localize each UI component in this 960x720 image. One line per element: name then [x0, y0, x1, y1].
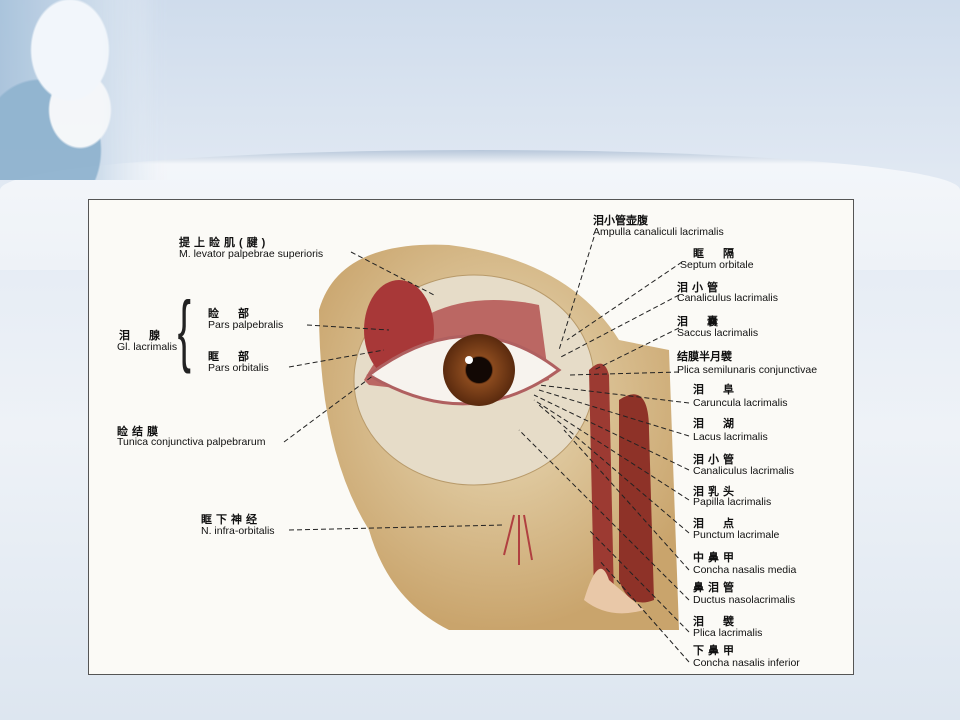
label-concha-media-zh: 中鼻甲 [693, 552, 738, 564]
label-canal2-zh: 泪小管 [693, 454, 738, 466]
label-papilla-zh: 泪乳头 [693, 486, 738, 498]
label-gland: Gl. lacrimalis [117, 341, 178, 353]
lacrimal-sac [589, 363, 614, 604]
nerve-branches [503, 514, 533, 565]
label-papilla: Papilla lacrimalis [693, 496, 772, 508]
label-concha-inf: Concha nasalis inferior [693, 657, 800, 669]
label-punctum: Punctum lacrimale [693, 529, 780, 541]
label-concha-media: Concha nasalis media [693, 564, 797, 576]
label-ductus-zh: 鼻泪管 [693, 582, 738, 594]
label-lacus: Lacus lacrimalis [693, 431, 768, 443]
label-ampulla: Ampulla canaliculi lacrimalis [593, 226, 724, 238]
label-septum: Septum orbitale [680, 259, 754, 271]
label-concha-inf-zh: 下鼻甲 [693, 645, 738, 657]
label-infra: N. infra-orbitalis [201, 525, 275, 537]
label-canal1-zh: 泪小管 [677, 282, 722, 294]
label-pars-palp-zh: 睑 部 [208, 308, 253, 320]
label-levator-zh: 提上睑肌(腱) [179, 237, 270, 249]
label-levator: M. levator palpebrae superioris [179, 248, 324, 260]
nasal-cavity [619, 394, 654, 603]
label-infra-zh: 眶下神经 [201, 514, 261, 526]
eye-lacrimal-illustration [283, 236, 690, 663]
surgeon-photo [0, 0, 170, 180]
label-saccus: Saccus lacrimalis [677, 327, 759, 339]
anatomy-figure: 提上睑肌(腱) M. levator palpebrae superioris … [88, 199, 854, 675]
label-pars-palp: Pars palpebralis [208, 319, 284, 331]
label-plica-semi-zh: 结膜半月襞 [677, 351, 732, 363]
label-lacus-zh: 泪 湖 [693, 418, 738, 430]
label-caruncula-zh: 泪 阜 [693, 384, 738, 396]
label-plica-lac: Plica lacrimalis [693, 627, 763, 639]
label-tunica-zh: 睑结膜 [117, 426, 162, 438]
label-pars-orb: Pars orbitalis [208, 362, 269, 374]
label-punctum-zh: 泪 点 [693, 518, 738, 530]
label-septum-zh: 眶 隔 [693, 248, 738, 260]
label-saccus-zh: 泪 囊 [677, 316, 722, 328]
label-canal1: Canaliculus lacrimalis [677, 292, 778, 304]
nasal-floor [584, 568, 644, 614]
label-plica-semi: Plica semilunaris conjunctivae [677, 364, 818, 376]
label-pars-orb-zh: 眶 部 [208, 351, 253, 363]
brace: { [177, 285, 192, 374]
eye-highlight [465, 356, 473, 364]
label-ampulla-zh: 泪小管壶腹 [593, 215, 648, 227]
label-ductus: Ductus nasolacrimalis [693, 594, 796, 606]
label-plica-lac-zh: 泪 襞 [693, 616, 738, 628]
pupil [466, 357, 492, 383]
label-gland-zh: 泪 腺 [119, 330, 164, 342]
label-canal2: Canaliculus lacrimalis [693, 465, 794, 477]
leader-lines [283, 236, 690, 663]
label-caruncula: Caruncula lacrimalis [693, 397, 788, 409]
label-tunica: Tunica conjunctiva palpebrarum [117, 436, 266, 448]
